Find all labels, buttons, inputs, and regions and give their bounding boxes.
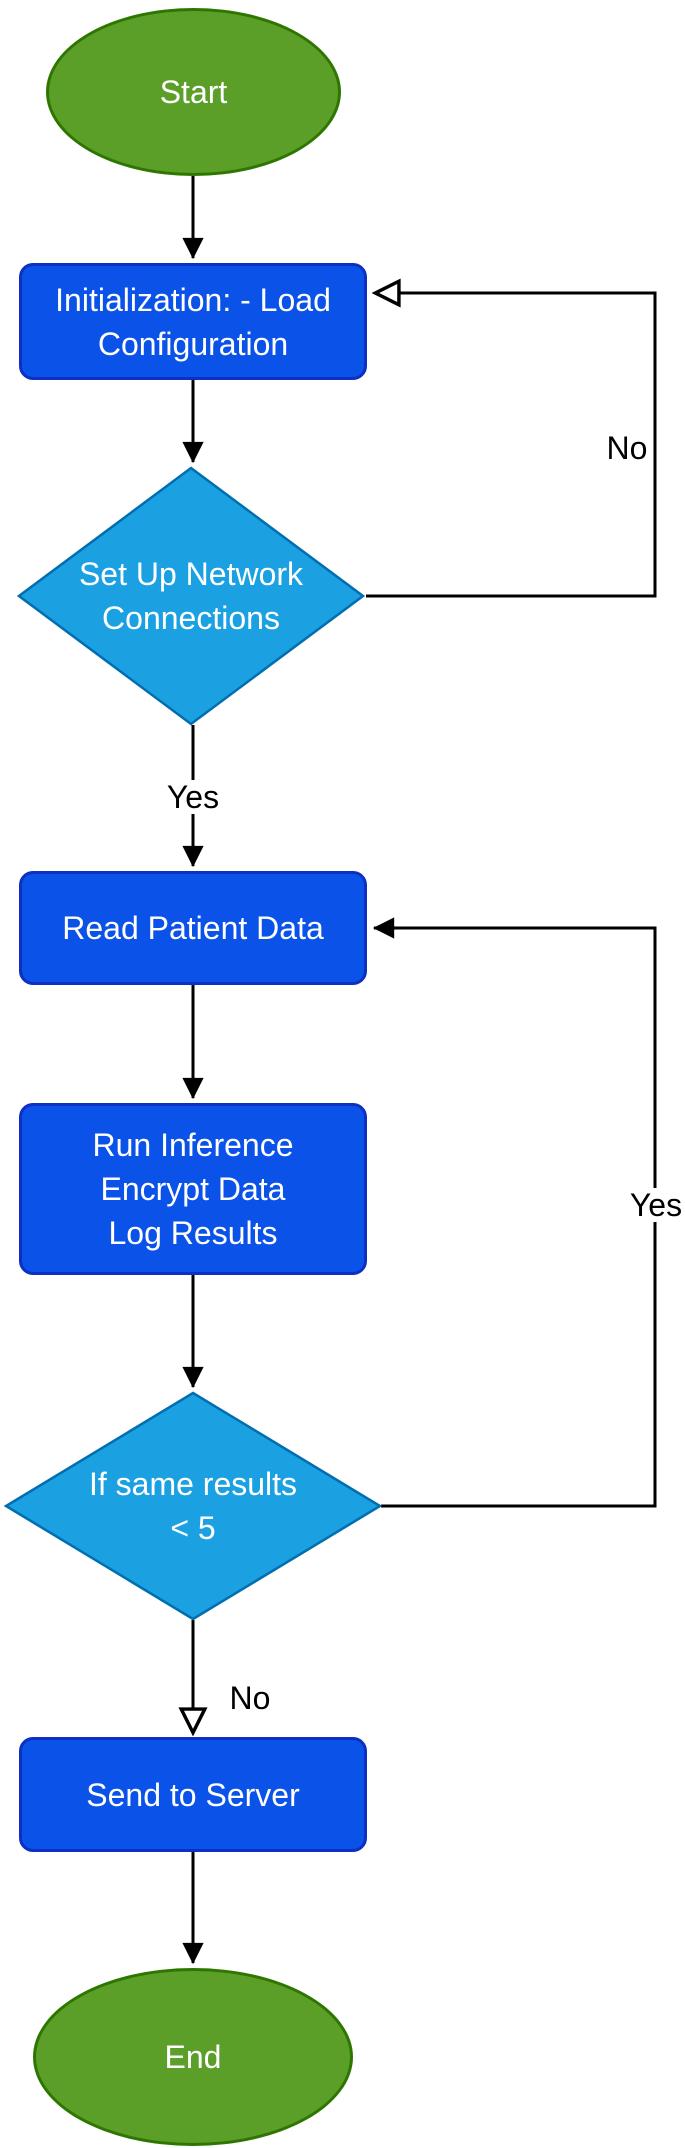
run-inference-node-label: Run Inference Encrypt Data Log Results: [92, 1127, 294, 1251]
end-node-label: End: [164, 2039, 222, 2075]
edge-label-results-no: No: [229, 1680, 271, 1716]
results-decision-node: If same results < 5: [4, 1391, 382, 1621]
results-decision-shape: [4, 1391, 382, 1621]
results-decision-label: If same results < 5: [88, 1466, 298, 1546]
end-terminator-node: End: [33, 1968, 353, 2146]
network-decision-shape: [17, 466, 365, 726]
send-server-process-node: Send to Server: [19, 1737, 367, 1852]
edge-label-network-no: No: [606, 430, 648, 466]
read-patient-process-node: Read Patient Data: [19, 871, 367, 985]
edge-network-no-loop: [366, 293, 657, 598]
send-server-node-label: Send to Server: [86, 1776, 300, 1813]
edge-label-network-yes: Yes: [160, 780, 226, 814]
initialization-process-node: Initialization: - Load Configuration: [19, 263, 367, 380]
network-decision-node: Set Up Network Connections: [17, 466, 365, 726]
initialization-node-label: Initialization: - Load Configuration: [55, 281, 331, 362]
edge-results-yes-loop: [372, 917, 657, 1508]
edge-label-results-yes: Yes: [623, 1188, 685, 1222]
start-node-label: Start: [159, 74, 228, 110]
read-patient-node-label: Read Patient Data: [62, 910, 324, 946]
start-terminator-node: Start: [46, 8, 341, 176]
network-decision-label: Set Up Network Connections: [78, 556, 304, 636]
run-inference-process-node: Run Inference Encrypt Data Log Results: [19, 1103, 367, 1275]
